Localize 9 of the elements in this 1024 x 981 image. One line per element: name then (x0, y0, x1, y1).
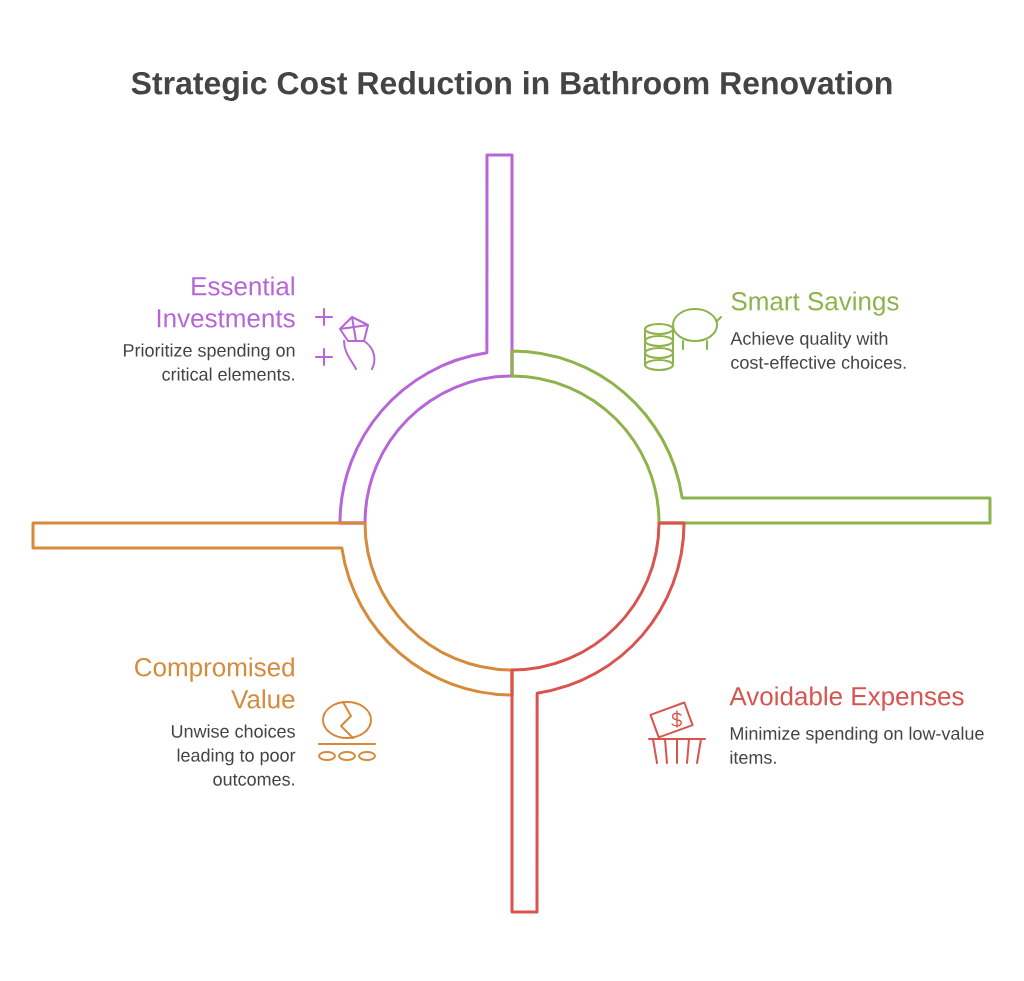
title: Strategic Cost Reduction in Bathroom Renovation (131, 71, 892, 101)
heading: Smart Savings (731, 291, 899, 316)
description: Unwise choices leading to poor outcomes. (171, 724, 296, 786)
description: Achieve quality with cost-effective choices. (730, 331, 906, 369)
description: Minimize spending on low-value items. (730, 726, 984, 764)
heading: Avoidable Expenses (729, 686, 964, 711)
description: Prioritize spending on critical elements. (124, 343, 295, 381)
heading: Compromised Value (135, 657, 295, 709)
heading: Essential Investments (157, 276, 295, 328)
